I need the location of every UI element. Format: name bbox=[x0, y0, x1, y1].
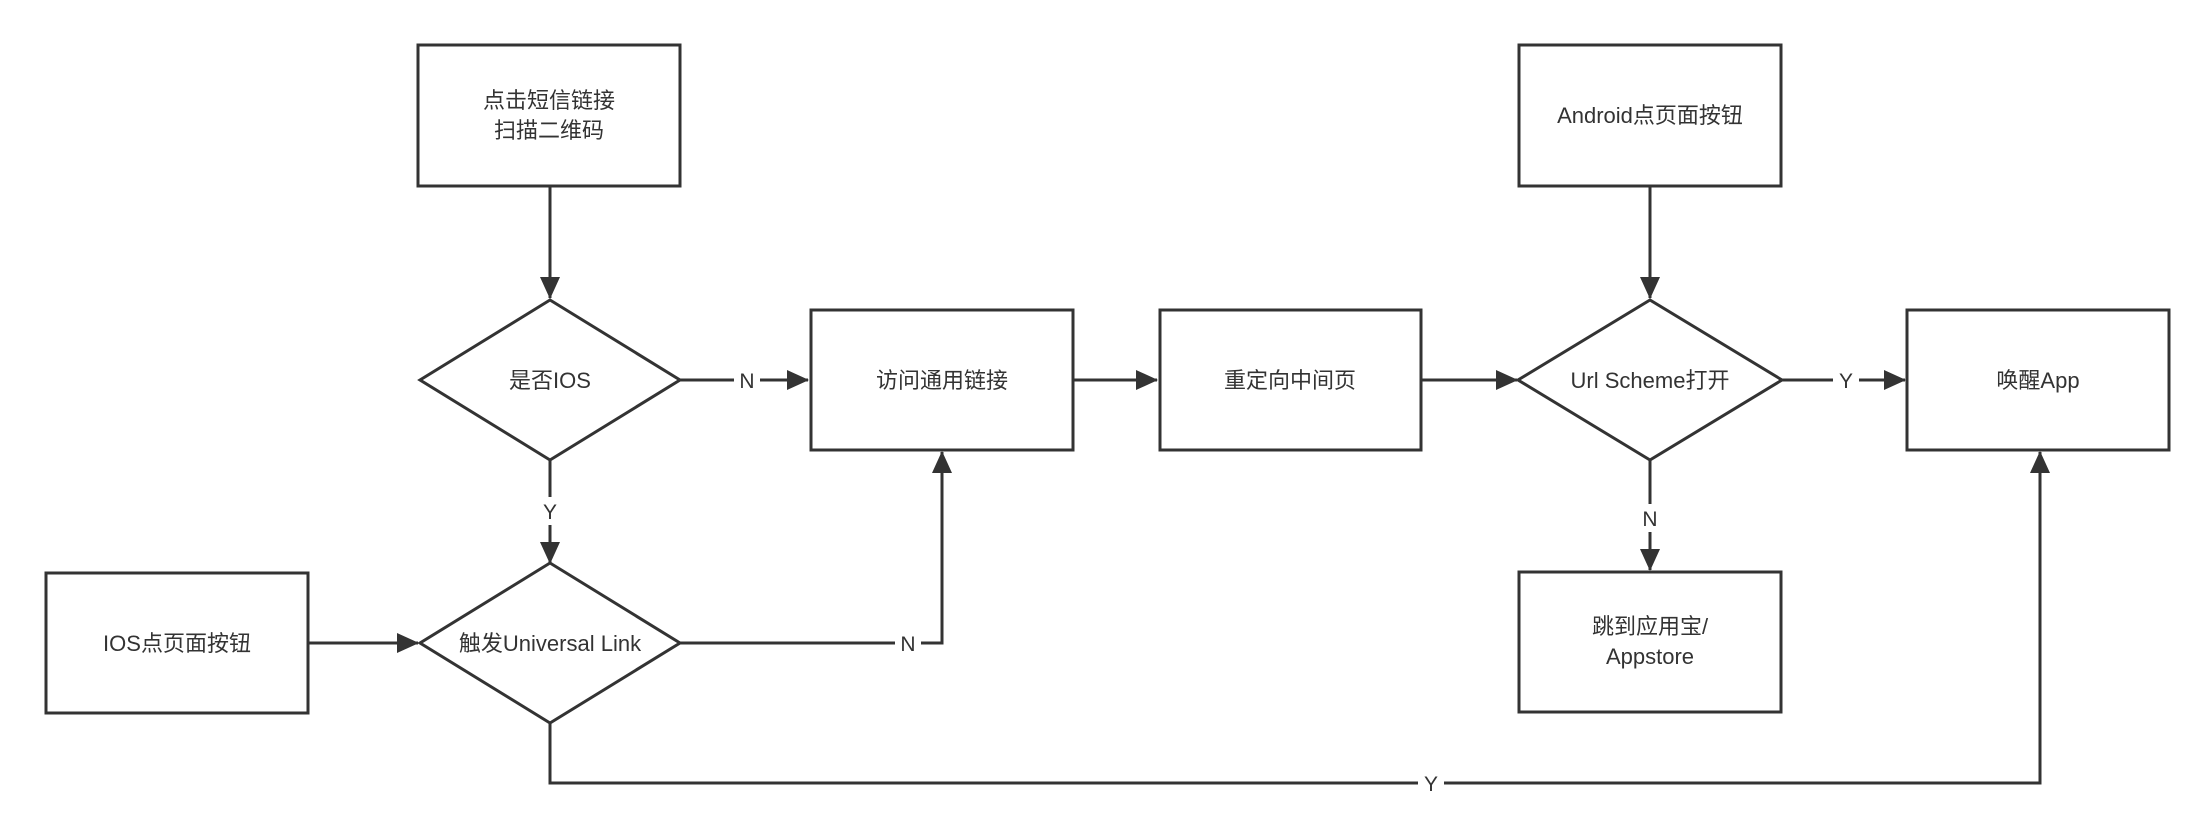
node-redirect-middle-page[interactable]: 重定向中间页 bbox=[1158, 308, 1423, 452]
edge-label-universal-link-yes: Y bbox=[1418, 769, 1444, 797]
node-sms-scan-line-1: 点击短信链接 bbox=[483, 88, 615, 113]
node-visit-universal-link[interactable]: 访问通用链接 bbox=[809, 308, 1075, 452]
decision-url-scheme-open[interactable]: Url Scheme打开 bbox=[1515, 298, 1785, 462]
edge-label-text: N bbox=[739, 370, 754, 393]
decision-is-ios[interactable]: 是否IOS bbox=[417, 298, 683, 462]
node-jump-store-line-1: 跳到应用宝/ bbox=[1592, 614, 1709, 639]
node-sms-scan[interactable]: 点击短信链接 扫描二维码 bbox=[416, 43, 682, 188]
nodes: 点击短信链接 扫描二维码 是否IOS 访问通用链接 重定向中间页 Url Sch… bbox=[44, 43, 2171, 725]
node-wake-app[interactable]: 唤醒App bbox=[1905, 308, 2171, 452]
edge-label-text: Y bbox=[1424, 773, 1438, 796]
edge-label-url-scheme-yes: Y bbox=[1833, 366, 1859, 394]
node-visit-universal-link-label: 访问通用链接 bbox=[876, 368, 1008, 393]
edge-label-universal-link-no: N bbox=[895, 629, 921, 657]
node-wake-app-label: 唤醒App bbox=[1996, 368, 2079, 393]
node-android-button-label: Android点页面按钮 bbox=[1557, 103, 1743, 128]
edge-universal-link-yes bbox=[548, 451, 2050, 785]
node-jump-store[interactable]: 跳到应用宝/ Appstore bbox=[1517, 570, 1783, 714]
node-ios-button-label: IOS点页面按钮 bbox=[103, 631, 251, 656]
decision-url-scheme-open-label: Url Scheme打开 bbox=[1571, 368, 1730, 393]
edge-label-is-ios-yes: Y bbox=[537, 497, 563, 525]
node-jump-store-line-2: Appstore bbox=[1606, 644, 1694, 669]
edge-label-is-ios-no: N bbox=[734, 366, 760, 394]
edge-universal-link-no bbox=[680, 451, 952, 645]
edge-label-text: N bbox=[1642, 508, 1657, 531]
edge-label-text: Y bbox=[1839, 370, 1853, 393]
edge-label-text: Y bbox=[543, 501, 557, 524]
edge-label-text: N bbox=[900, 633, 915, 656]
node-redirect-middle-page-label: 重定向中间页 bbox=[1224, 368, 1356, 393]
decision-trigger-universal-link-label: 触发Universal Link bbox=[459, 631, 642, 656]
node-ios-button[interactable]: IOS点页面按钮 bbox=[44, 571, 310, 715]
edge-label-url-scheme-no: N bbox=[1637, 504, 1663, 532]
edge-labels: N Y N Y Y N bbox=[537, 366, 1859, 797]
edges bbox=[308, 186, 2050, 785]
decision-trigger-universal-link[interactable]: 触发Universal Link bbox=[417, 561, 683, 725]
decision-is-ios-label: 是否IOS bbox=[509, 368, 591, 393]
node-android-button[interactable]: Android点页面按钮 bbox=[1517, 43, 1783, 188]
node-sms-scan-line-2: 扫描二维码 bbox=[494, 118, 604, 143]
